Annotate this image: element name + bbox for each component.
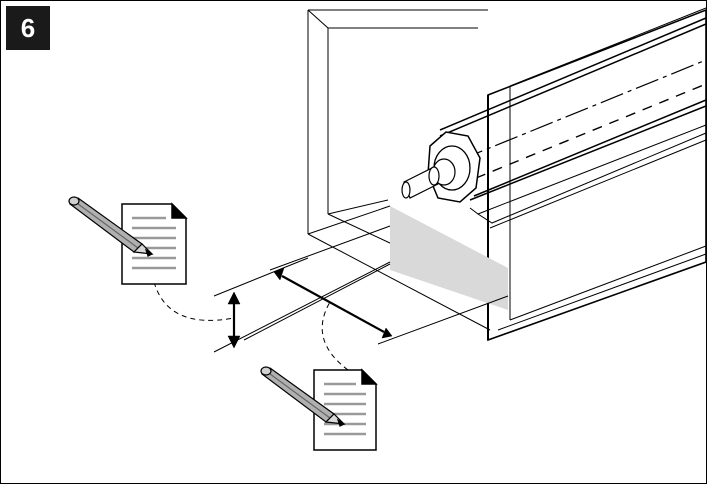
- leader-curve: [321, 301, 349, 371]
- roller-tube: [401, 17, 707, 203]
- step-number-badge: 6: [6, 6, 50, 50]
- note-document-icon: [121, 202, 188, 285]
- double-arrow-icon: [273, 267, 393, 339]
- housing-front: [469, 7, 707, 342]
- leader-curve: [153, 281, 235, 321]
- housing-box: [307, 9, 491, 331]
- measurement-lines: [213, 225, 509, 353]
- shaded-measurement-area: [390, 206, 508, 310]
- pencil-icon: [260, 366, 346, 427]
- note-document-icon: [313, 368, 378, 451]
- double-arrow-icon: [227, 291, 241, 349]
- pencil-icon: [68, 196, 154, 257]
